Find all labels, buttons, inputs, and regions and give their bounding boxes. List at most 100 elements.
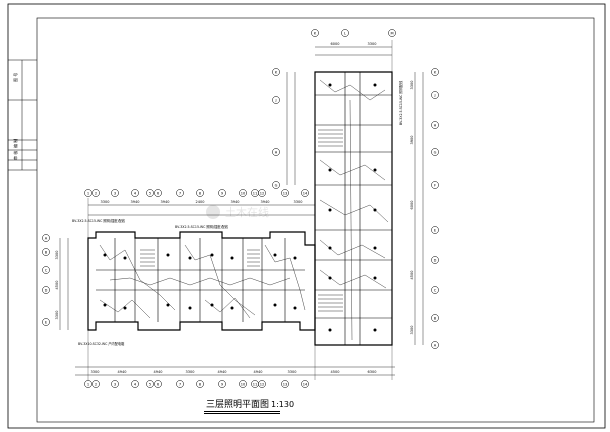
dim-text: 4940 — [118, 370, 127, 374]
axis-bubble-top: 11 — [251, 189, 259, 197]
axis-bubble-bottom: 5 — [146, 380, 154, 388]
dim-text: 3300 — [101, 200, 110, 204]
axis-bubble-top: 9 — [218, 189, 226, 197]
axis-bubble-top: 1 — [84, 189, 92, 197]
dim-text: 3300 — [91, 370, 100, 374]
watermark-logo: 土木在线 — [206, 205, 269, 219]
dimension-lines — [59, 46, 424, 376]
axis-bubble-right-wing-left: J — [272, 96, 280, 104]
dim-text: 3900 — [410, 136, 414, 145]
axis-bubble-right: A — [431, 341, 439, 349]
axis-bubble-left: A — [42, 234, 50, 242]
note-text: BV-3X2.5-SC15-WC 照明(插座)配线 — [175, 224, 229, 229]
axis-bubble-right: K — [431, 68, 439, 76]
dim-text: 4500 — [55, 281, 59, 290]
dim-text: 4500 — [331, 370, 340, 374]
axis-bubble-right-top: K — [311, 29, 319, 37]
axis-bubble-top: 8 — [196, 189, 204, 197]
axis-label: L — [344, 31, 346, 35]
right-wing-plan — [314, 71, 393, 346]
title-block-labels: 图 号 编 制 审 核 — [12, 73, 18, 160]
axis-label: 6 — [157, 191, 160, 195]
axis-bubble-top: 2 — [92, 189, 100, 197]
axis-label: K — [434, 70, 437, 74]
axis-bubble-top: 13 — [281, 189, 289, 197]
dim-text: 4500 — [410, 271, 414, 280]
axis-label: C — [434, 288, 437, 292]
wiring-notes: BV-3X2.5-SC15-WC 照明(插座)配线 BV-3X2.5-SC15-… — [72, 80, 403, 346]
axis-label: D — [45, 288, 48, 292]
axis-bubble-left: C — [42, 266, 50, 274]
caption-scale: 1:130 — [271, 400, 295, 409]
dim-text: 3300 — [410, 81, 414, 90]
axis-label: C — [45, 268, 48, 272]
axis-bubble-top: 3 — [111, 189, 119, 197]
axis-bubble-right-wing-left: K — [272, 68, 280, 76]
axis-bubble-bottom: 9 — [218, 380, 226, 388]
axis-label: 2 — [95, 191, 97, 195]
note-text: BV-3X2.5-SC15-WC 照明配线 — [398, 80, 403, 125]
axis-label: 11 — [253, 382, 258, 386]
axis-bubble-bottom: 7 — [176, 380, 184, 388]
axis-label: H — [275, 150, 278, 154]
title-block-label: 编 制 — [12, 139, 18, 148]
axis-bubble-top: 14 — [301, 189, 309, 197]
axis-bubble-left: B — [42, 248, 50, 256]
dim-text: 3300 — [294, 200, 303, 204]
axis-label: 3 — [114, 382, 116, 386]
note-text: BV-3X10-SC32-WC 户内配电箱 — [78, 341, 125, 346]
axis-label: J — [433, 93, 435, 97]
axis-bubble-top: 10 — [239, 189, 247, 197]
axis-bubble-right: B — [431, 314, 439, 322]
axis-label: F — [434, 183, 436, 187]
axis-label: E — [434, 228, 437, 232]
dim-text: 3940 — [161, 200, 170, 204]
axis-label: A — [45, 236, 48, 240]
axis-bubble-top: 12 — [258, 189, 266, 197]
axis-label: 4 — [134, 382, 137, 386]
axis-leaders — [87, 40, 393, 380]
dim-text: 3300 — [186, 370, 195, 374]
axis-label: 5 — [149, 382, 151, 386]
axis-label: 12 — [260, 382, 265, 386]
axis-bubble-bottom: 2 — [92, 380, 100, 388]
watermark-text: 土木在线 — [225, 205, 269, 219]
axis-label: 10 — [241, 191, 246, 195]
axis-label: 6 — [157, 382, 160, 386]
axis-label: K — [275, 70, 278, 74]
title-block-label: 图 号 — [12, 73, 18, 82]
axis-bubble-left: D — [42, 286, 50, 294]
axis-label: D — [434, 258, 437, 262]
dim-text: 3300 — [368, 42, 377, 46]
axis-bubble-bottom: 3 — [111, 380, 119, 388]
axis-bubble-right: F — [431, 181, 439, 189]
axis-label: 11 — [253, 191, 258, 195]
axis-bubble-top: 5 — [146, 189, 154, 197]
axis-label: 13 — [283, 191, 288, 195]
dim-text: 3940 — [131, 200, 140, 204]
dim-text: 3940 — [261, 200, 270, 204]
light-fixtures — [103, 253, 297, 310]
axis-label: 13 — [283, 382, 288, 386]
axis-label: M — [390, 31, 393, 35]
axis-bubble-bottom: 8 — [196, 380, 204, 388]
axis-label: 9 — [221, 191, 224, 195]
dim-text: 4940 — [218, 370, 227, 374]
dim-text: 3940 — [231, 200, 240, 204]
light-fixtures-right — [328, 83, 377, 332]
axis-label: G — [434, 150, 437, 154]
axis-bubble-right-top: L — [341, 29, 349, 37]
axis-bubble-bottom: 6 — [154, 380, 162, 388]
caption-underline — [204, 411, 280, 412]
title-block-label: 审 核 — [12, 151, 18, 160]
axis-bubble-right: D — [431, 256, 439, 264]
dim-text: 3300 — [410, 326, 414, 335]
stairwell-hatching — [140, 249, 260, 267]
left-wing-plan — [87, 231, 316, 331]
axis-bubble-right: E — [431, 226, 439, 234]
axis-label: 7 — [179, 191, 181, 195]
axis-label: 4 — [134, 191, 137, 195]
caption-underline-thin — [204, 413, 280, 414]
